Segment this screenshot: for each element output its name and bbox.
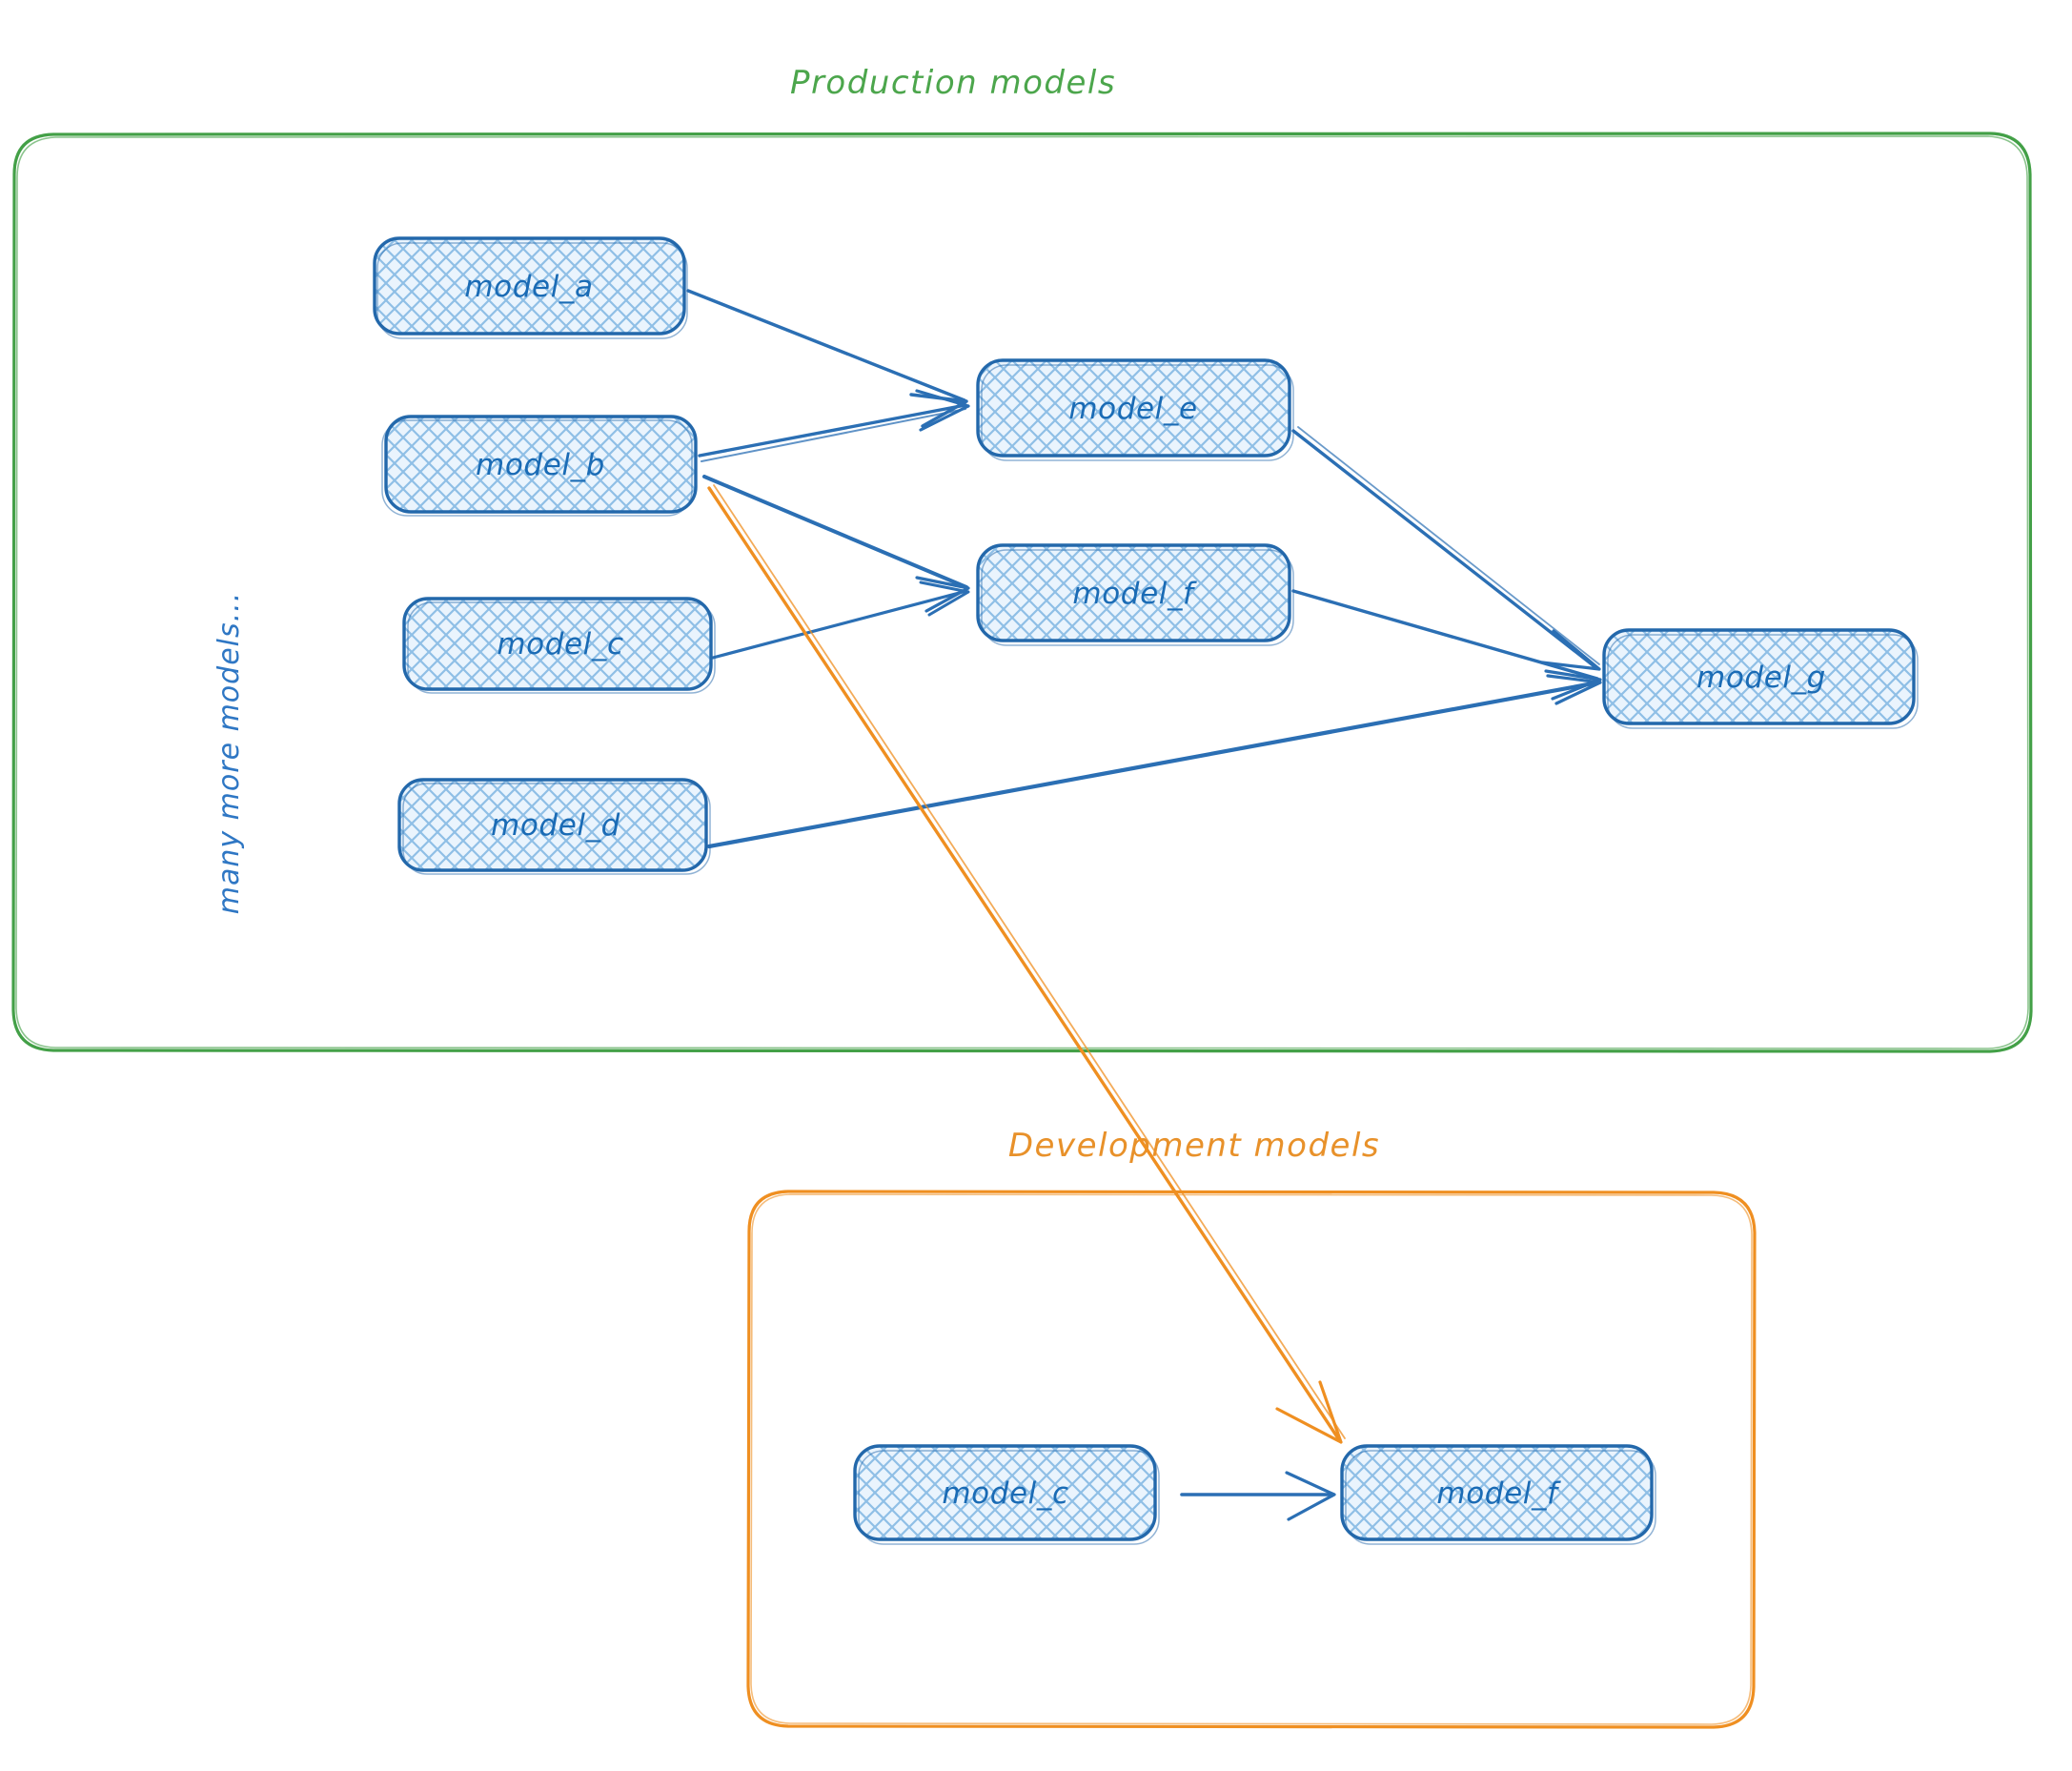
node-prod-model-g-box-sketch	[1607, 634, 1919, 729]
node-prod-model-b-box[interactable]	[384, 415, 698, 514]
edges-layer	[686, 289, 1602, 1521]
edge-d-to-g	[706, 674, 1602, 849]
production-group-border	[11, 132, 2033, 1053]
production-group-border-sketch	[15, 135, 2029, 1049]
edge-e-to-g	[1291, 426, 1601, 671]
development-group-border	[746, 1190, 1757, 1729]
node-prod-model-b-label: model_b	[476, 448, 605, 482]
development-group-title: Development models	[1008, 1127, 1380, 1165]
node-dev-model-c-box-sketch	[858, 1450, 1160, 1545]
edge-prodb-to-devf	[707, 484, 1346, 1444]
node-prod-model-b-box-sketch	[381, 419, 693, 517]
many-more-models-note: many more models...	[213, 592, 246, 914]
node-prod-model-a-box-sketch	[376, 242, 688, 339]
node-prod-model-d-box[interactable]	[397, 778, 708, 872]
node-prod-model-c[interactable]: model_c	[402, 597, 716, 694]
nodes-layer: model_a model_b model_c model_d mode	[373, 236, 1919, 1545]
production-group-title: Production models	[790, 64, 1116, 102]
node-prod-model-e-box-sketch	[981, 364, 1294, 461]
edge-b-to-f	[702, 475, 970, 613]
node-dev-model-c[interactable]: model_c	[853, 1444, 1160, 1545]
node-prod-model-c-label: model_c	[497, 627, 623, 662]
node-dev-model-c-box[interactable]	[853, 1444, 1157, 1541]
node-dev-model-f-box-sketch	[1345, 1450, 1656, 1545]
edge-devc-to-devf	[1180, 1471, 1336, 1521]
node-dev-model-f-label: model_f	[1436, 1476, 1561, 1511]
edge-f-to-g	[1291, 589, 1602, 701]
development-group-border-sketch	[750, 1193, 1753, 1725]
node-prod-model-e[interactable]: model_e	[976, 358, 1294, 461]
node-prod-model-g-label: model_g	[1696, 661, 1826, 695]
group-production: Production models many more models...	[11, 64, 2033, 1053]
node-prod-model-a-label: model_a	[464, 270, 593, 304]
node-prod-model-e-label: model_e	[1068, 392, 1197, 426]
edge-c-to-f	[711, 580, 970, 660]
node-prod-model-c-box[interactable]	[402, 597, 713, 691]
node-prod-model-b[interactable]: model_b	[381, 415, 698, 517]
node-prod-model-g-box[interactable]	[1602, 628, 1916, 725]
edge-b-to-e	[698, 389, 970, 462]
node-prod-model-a-box[interactable]	[373, 236, 686, 336]
node-prod-model-f[interactable]: model_f	[976, 543, 1294, 646]
node-dev-model-f-box[interactable]	[1340, 1444, 1654, 1541]
node-prod-model-f-box-sketch	[981, 549, 1294, 646]
node-prod-model-d[interactable]: model_d	[397, 778, 711, 875]
node-prod-model-d-label: model_d	[491, 808, 620, 843]
node-prod-model-d-box-sketch	[402, 783, 711, 875]
node-prod-model-c-box-sketch	[407, 601, 716, 694]
node-prod-model-e-box[interactable]	[976, 358, 1291, 458]
node-prod-model-g[interactable]: model_g	[1602, 628, 1919, 729]
node-dev-model-f[interactable]: model_f	[1340, 1444, 1656, 1545]
node-prod-model-f-label: model_f	[1072, 577, 1197, 611]
group-development: Development models	[746, 1127, 1757, 1729]
node-dev-model-c-label: model_c	[942, 1476, 1068, 1511]
node-prod-model-a[interactable]: model_a	[373, 236, 688, 339]
edge-a-to-e	[686, 289, 968, 428]
node-prod-model-f-box[interactable]	[976, 543, 1291, 642]
